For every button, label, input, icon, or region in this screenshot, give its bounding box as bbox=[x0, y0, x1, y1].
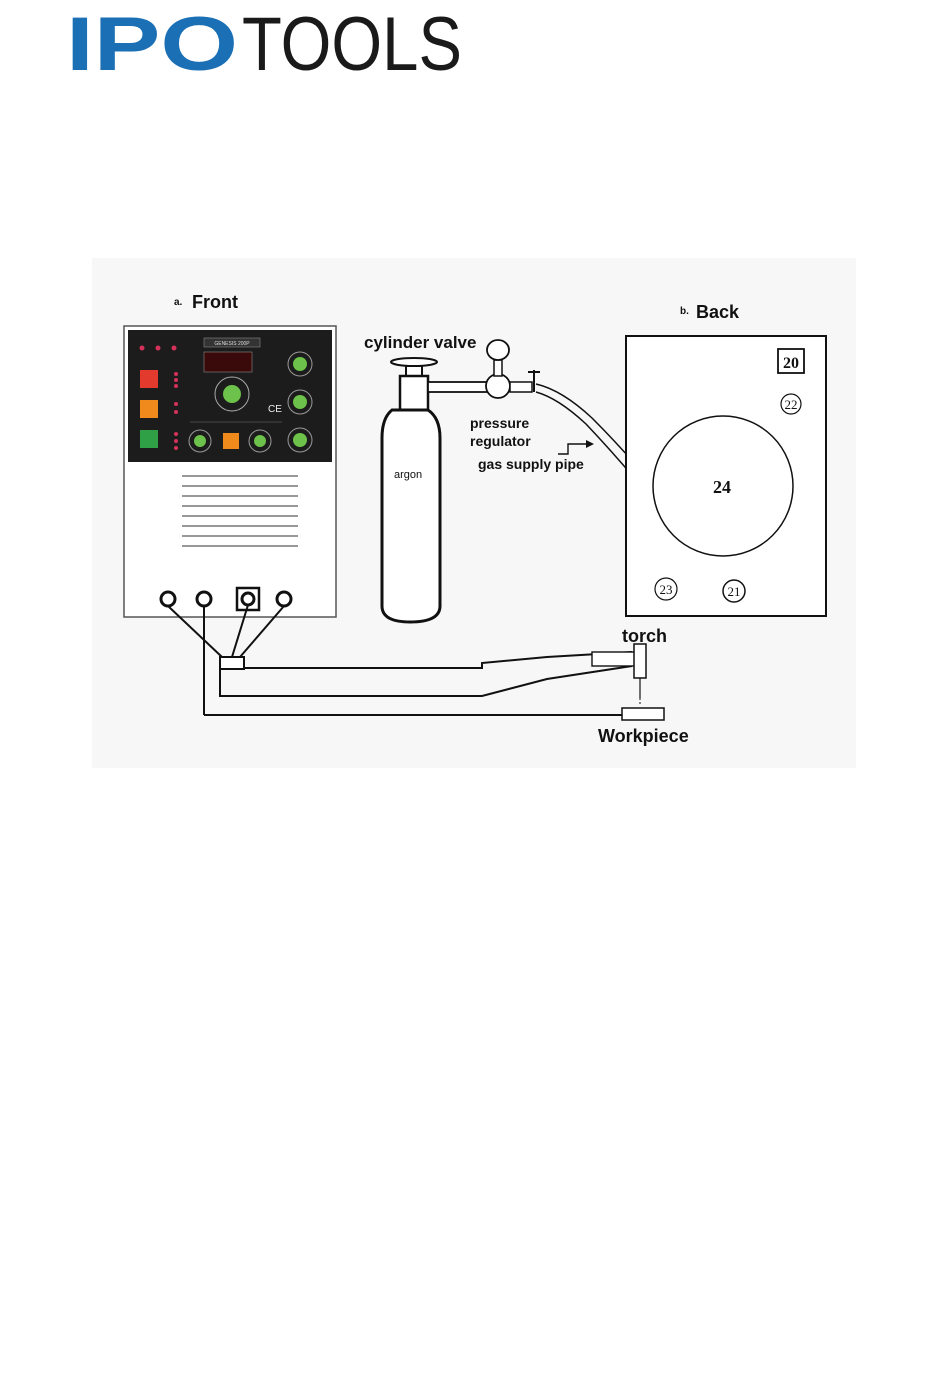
item-21-label: 21 bbox=[728, 584, 741, 599]
brand-logo: IPO TOOLS bbox=[66, 6, 466, 78]
item-20-label: 20 bbox=[783, 355, 799, 372]
item-23-label: 23 bbox=[660, 582, 673, 597]
tig-setup-diagram: a. Front GENESIS 200P CE bbox=[92, 258, 856, 768]
ce-mark-icon: CE bbox=[268, 404, 282, 415]
back-prefix: b. bbox=[680, 306, 689, 317]
pressure-label: pressure bbox=[470, 415, 529, 431]
digital-display bbox=[204, 352, 252, 372]
pipe-pointer-arrow bbox=[558, 440, 594, 454]
green-mode-button bbox=[140, 430, 158, 448]
logo-bold-text: IPO bbox=[66, 6, 238, 78]
red-mode-button bbox=[140, 370, 158, 388]
main-knob bbox=[223, 385, 241, 403]
welding-torch bbox=[592, 644, 646, 706]
front-title: Front bbox=[192, 292, 238, 312]
cylinder-valve-label: cylinder valve bbox=[364, 333, 476, 352]
argon-label: argon bbox=[394, 469, 422, 481]
item-22-label: 22 bbox=[785, 397, 798, 412]
ipotools-logo: IPO TOOLS bbox=[66, 6, 466, 78]
logo-light-text: TOOLS bbox=[242, 6, 462, 78]
item-24-label: 24 bbox=[713, 477, 731, 497]
workpiece-label: Workpiece bbox=[598, 726, 689, 746]
regulator-label: regulator bbox=[470, 433, 531, 449]
welder-back-panel bbox=[626, 336, 826, 616]
gas-supply-pipe-label: gas supply pipe bbox=[478, 456, 584, 472]
front-prefix: a. bbox=[174, 297, 183, 308]
connection-diagram: a. Front GENESIS 200P CE bbox=[92, 258, 856, 768]
welder-front-unit: GENESIS 200P CE bbox=[124, 326, 336, 617]
workpiece-plate bbox=[622, 708, 664, 720]
torch-label: torch bbox=[622, 626, 667, 646]
orange-mode-button bbox=[140, 400, 158, 418]
back-title: Back bbox=[696, 302, 740, 322]
argon-cylinder bbox=[382, 358, 440, 622]
panel-model-label: GENESIS 200P bbox=[214, 341, 250, 347]
